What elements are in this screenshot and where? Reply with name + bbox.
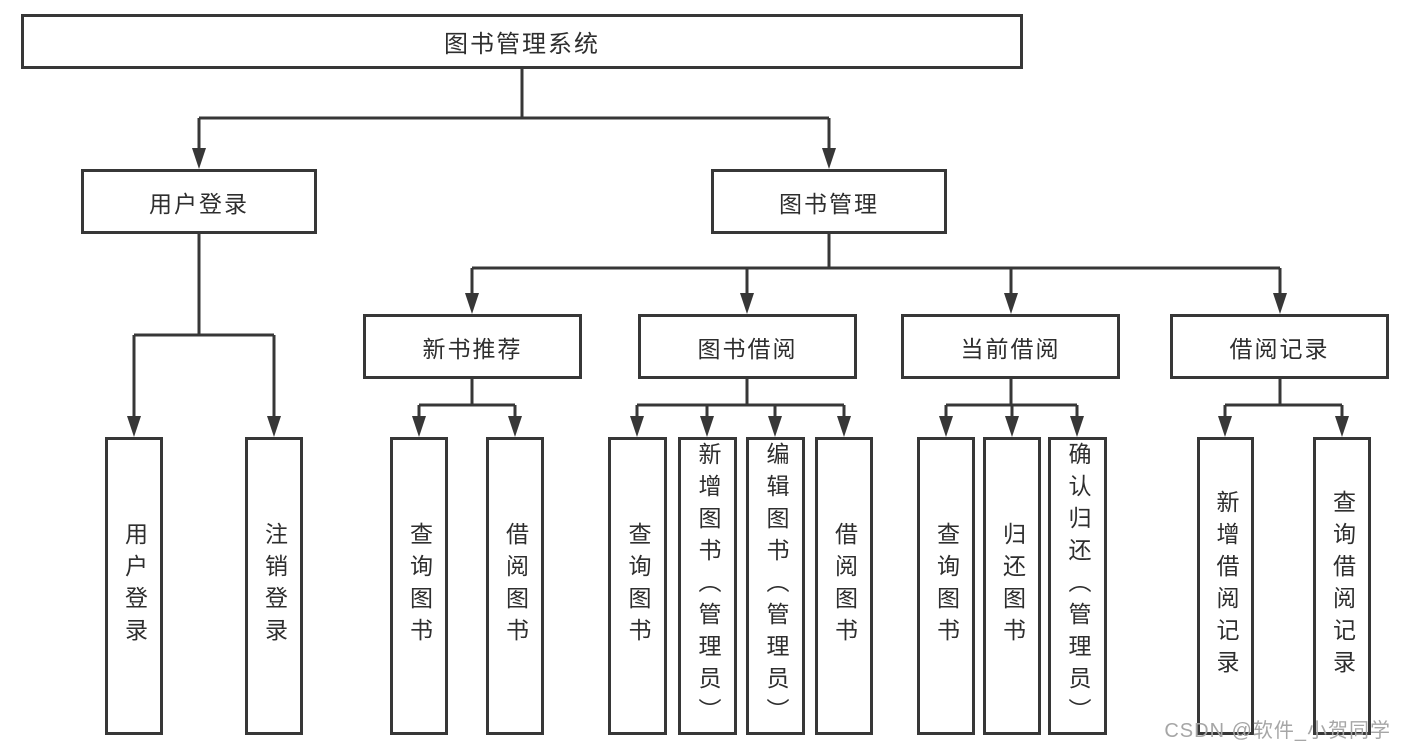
node-current-borrow-label: 当前借阅 [960, 335, 1061, 362]
leaf-bb-edit-book-admin-label: 编辑图书（管理员） [763, 442, 789, 730]
arrowhead-icon [267, 416, 281, 437]
node-borrow-record-label: 借阅记录 [1229, 335, 1330, 362]
leaf-bb-borrow-book-label: 借阅图书 [831, 522, 858, 650]
leaf-nbr-borrow-book: 借阅图书 [486, 437, 544, 735]
node-borrow-record: 借阅记录 [1170, 314, 1389, 379]
arrowhead-icon [412, 416, 426, 437]
leaf-user-login-label: 用户登录 [121, 522, 148, 650]
arrowhead-icon [1005, 416, 1019, 437]
node-root: 图书管理系统 [21, 14, 1023, 69]
leaf-bb-add-book-admin-label: 新增图书（管理员） [695, 442, 721, 730]
arrowhead-icon [508, 416, 522, 437]
node-root-label: 图书管理系统 [444, 31, 600, 58]
node-book-borrow-label: 图书借阅 [697, 335, 798, 362]
arrowhead-icon [127, 416, 141, 437]
leaf-cb-query-book: 查询图书 [917, 437, 975, 735]
leaf-br-query-record-label: 查询借阅记录 [1329, 490, 1356, 682]
node-book-borrow: 图书借阅 [638, 314, 857, 379]
leaf-logout: 注销登录 [245, 437, 303, 735]
csdn-watermark: CSDN @软件_小贺同学 [1164, 720, 1391, 742]
node-book-mgmt-label: 图书管理 [779, 190, 879, 217]
leaf-logout-label: 注销登录 [261, 522, 288, 650]
arrowhead-icon [1273, 293, 1287, 314]
arrowhead-icon [822, 148, 836, 169]
arrowhead-icon [1335, 416, 1349, 437]
leaf-nbr-query-book-label: 查询图书 [406, 522, 433, 650]
arrowhead-icon [939, 416, 953, 437]
leaf-cb-return-book: 归还图书 [983, 437, 1041, 735]
leaf-bb-query-book-label: 查询图书 [625, 522, 651, 650]
leaf-nbr-query-book: 查询图书 [390, 437, 448, 735]
leaf-cb-query-book-label: 查询图书 [933, 522, 960, 650]
arrowhead-icon [630, 416, 644, 437]
leaf-bb-query-book: 查询图书 [608, 437, 667, 735]
node-book-mgmt: 图书管理 [711, 169, 947, 234]
arrowhead-icon [837, 416, 851, 437]
leaf-bb-add-book-admin: 新增图书（管理员） [678, 437, 737, 735]
arrowhead-icon [768, 416, 782, 437]
node-new-book-rec: 新书推荐 [363, 314, 582, 379]
leaf-cb-return-book-label: 归还图书 [999, 522, 1026, 650]
leaf-br-add-record-label: 新增借阅记录 [1213, 490, 1239, 682]
node-current-borrow: 当前借阅 [901, 314, 1120, 379]
arrowhead-icon [700, 416, 714, 437]
arrowhead-icon [740, 293, 754, 314]
leaf-bb-edit-book-admin: 编辑图书（管理员） [746, 437, 805, 735]
arrowhead-icon [465, 293, 479, 314]
leaf-cb-confirm-return-admin: 确认归还（管理员） [1048, 437, 1107, 735]
node-new-book-rec-label: 新书推荐 [422, 335, 523, 362]
node-user-login: 用户登录 [81, 169, 317, 234]
arrowhead-icon [192, 148, 206, 169]
arrowhead-icon [1004, 293, 1018, 314]
leaf-br-query-record: 查询借阅记录 [1313, 437, 1371, 735]
arrowhead-icon [1070, 416, 1084, 437]
leaf-br-add-record: 新增借阅记录 [1197, 437, 1254, 735]
leaf-cb-confirm-return-admin-label: 确认归还（管理员） [1065, 442, 1091, 730]
leaf-user-login: 用户登录 [105, 437, 163, 735]
leaf-bb-borrow-book: 借阅图书 [815, 437, 873, 735]
node-user-login-label: 用户登录 [149, 190, 249, 217]
arrowhead-icon [1218, 416, 1232, 437]
leaf-nbr-borrow-book-label: 借阅图书 [502, 522, 529, 650]
